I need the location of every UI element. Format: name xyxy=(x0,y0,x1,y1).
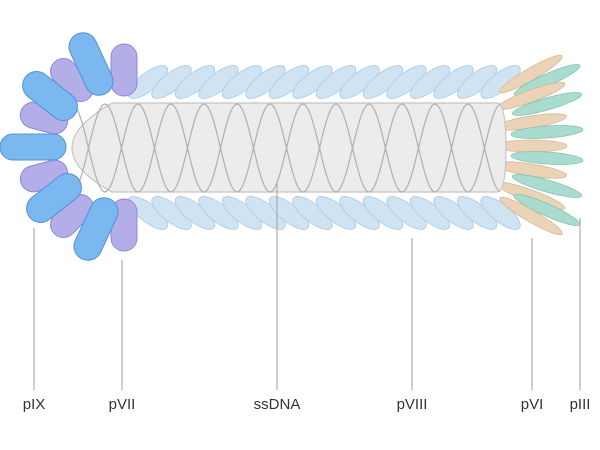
pix-pvii-tip xyxy=(0,32,138,261)
ssdna-helix xyxy=(71,103,501,193)
pviii-top-row xyxy=(127,65,521,99)
pvii-subunit xyxy=(110,43,138,97)
label-ssdna: ssDNA xyxy=(253,396,301,413)
label-piii: pIII xyxy=(569,396,591,413)
label-pvii: pVII xyxy=(108,396,136,413)
label-pviii: pVIII xyxy=(396,396,428,413)
pix-subunit xyxy=(26,173,82,223)
piii-subunit xyxy=(511,174,583,198)
dna-strand xyxy=(71,103,501,193)
piii-subunit xyxy=(511,92,583,116)
leader-lines xyxy=(33,183,581,390)
label-pix: pIX xyxy=(22,396,46,413)
label-pvi: pVI xyxy=(520,396,544,413)
pvi-piii-tip xyxy=(494,54,584,236)
pvi-subunit xyxy=(499,196,563,236)
pix-subunit xyxy=(22,71,78,121)
pix-subunit xyxy=(68,32,114,96)
piii-subunit xyxy=(510,125,584,139)
pix-subunit xyxy=(0,133,67,161)
pix-subunit xyxy=(73,197,119,261)
dna-strand xyxy=(71,103,501,193)
virion-core xyxy=(71,102,507,193)
piii-subunit xyxy=(510,151,584,165)
pviii-bottom-row xyxy=(127,196,521,230)
